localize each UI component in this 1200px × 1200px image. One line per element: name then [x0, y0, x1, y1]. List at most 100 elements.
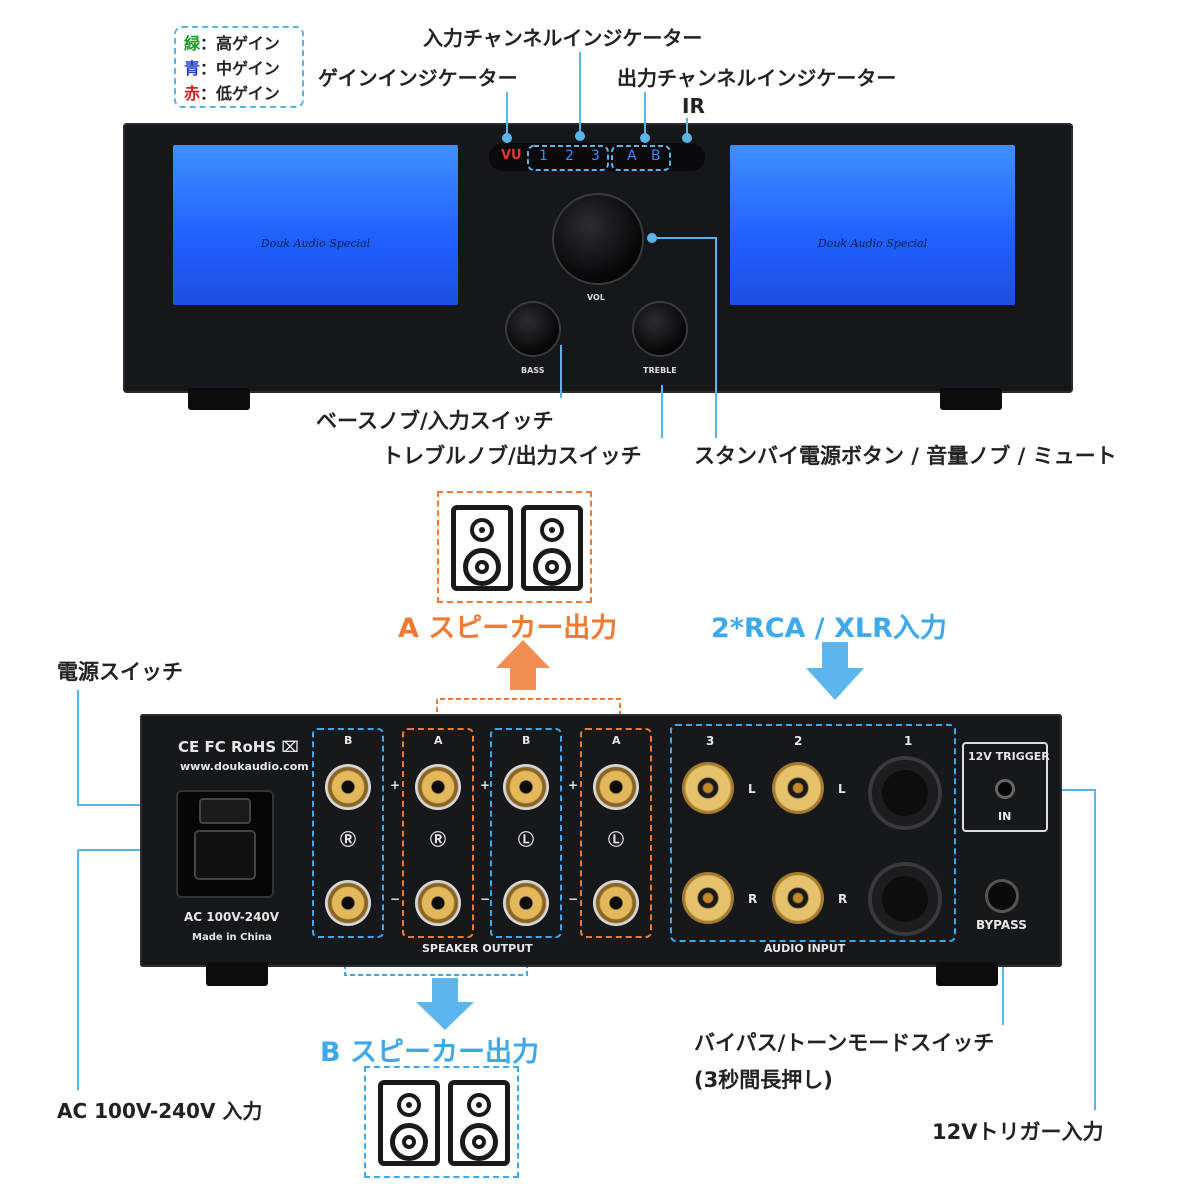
volume-knob[interactable] — [554, 195, 642, 283]
legend-word-blue: 青 — [184, 59, 201, 78]
binding-post[interactable] — [325, 764, 371, 810]
legend-word-green: 緑 — [184, 34, 201, 53]
group-label-b2: B — [522, 734, 531, 747]
front-panel: Douk Audio Special Douk Audio Special VU… — [123, 123, 1073, 393]
xlr-input-1l[interactable] — [872, 760, 938, 826]
trigger-in-label: IN — [998, 810, 1012, 823]
rca-xlr-title: 2*RCA / XLR入力 — [711, 613, 947, 644]
rca-input-2l[interactable] — [772, 762, 824, 814]
speaker-b-box — [364, 1066, 519, 1178]
speaker-icon-a2 — [521, 505, 583, 591]
front-foot-right — [940, 388, 1002, 410]
vol-label: VOL — [587, 293, 605, 302]
bypass-note: (3秒間長押し) — [694, 1068, 833, 1092]
output-channel-callout: 出力チャンネルインジケーター — [617, 66, 897, 90]
treble-label: TREBLE — [643, 366, 677, 375]
speaker-a-title: A スピーカー出力 — [398, 613, 618, 644]
channel-mark-l2: Ⓛ — [608, 830, 625, 849]
speaker-group-a-right: A Ⓡ — [402, 728, 474, 938]
input-indicator-2: 2 — [565, 148, 574, 164]
standby-callout: スタンバイ電源ボタン / 音量ノブ / ミュート — [694, 444, 1117, 468]
rca-input-3r[interactable] — [682, 872, 734, 924]
output-indicator-b: B — [651, 148, 661, 164]
vu-meter-left: Douk Audio Special — [173, 145, 458, 305]
input-number-1: 1 — [904, 734, 913, 748]
made-in-label: Made in China — [192, 932, 272, 943]
speaker-icon-b2 — [448, 1080, 510, 1166]
binding-post[interactable] — [503, 764, 549, 810]
input-number-3: 3 — [706, 734, 715, 748]
legend-row-red: 赤：低ゲイン — [184, 81, 294, 106]
front-callout-lines — [502, 52, 717, 438]
l-mark-3: L — [748, 782, 756, 796]
binding-post[interactable] — [593, 880, 639, 926]
minus-mark-2: − — [480, 892, 491, 906]
legend-text-blue: ：中ゲイン — [200, 59, 280, 78]
speaker-icon-a1 — [451, 505, 513, 591]
group-label-a1: A — [434, 734, 443, 747]
l-mark-2: L — [838, 782, 846, 796]
audio-input-label: AUDIO INPUT — [764, 942, 846, 955]
rear-foot-left — [206, 962, 268, 986]
gain-indicator-callout: ゲインインジケーター — [318, 66, 518, 90]
channel-mark-r2: Ⓡ — [430, 830, 447, 849]
legend-word-red: 赤 — [184, 84, 201, 103]
speaker-a-box — [437, 491, 592, 603]
legend-text-green: ：高ゲイン — [200, 34, 280, 53]
channel-mark-r1: Ⓡ — [340, 830, 357, 849]
power-inlet — [178, 792, 272, 896]
minus-mark-3: − — [568, 892, 579, 906]
legend-text-red: ：低ゲイン — [200, 84, 280, 103]
r-mark-2: R — [838, 892, 848, 906]
plus-mark-2: + — [480, 778, 491, 792]
treble-knob[interactable] — [634, 303, 686, 355]
trigger-title: 12V TRIGGER — [968, 750, 1050, 763]
trigger-panel: 12V TRIGGER IN — [962, 742, 1050, 832]
input-indicator-1: 1 — [539, 148, 548, 164]
power-switch[interactable] — [201, 800, 249, 822]
minus-mark-1: − — [390, 892, 401, 906]
iec-socket — [196, 832, 254, 878]
meter-brand-right: Douk Audio Special — [817, 237, 928, 250]
meter-brand-left: Douk Audio Special — [260, 237, 371, 250]
input-number-2: 2 — [794, 734, 803, 748]
group-label-a2: A — [612, 734, 621, 747]
power-switch-callout: 電源スイッチ — [57, 660, 183, 684]
binding-post[interactable] — [503, 880, 549, 926]
bass-knob[interactable] — [507, 303, 559, 355]
binding-post[interactable] — [415, 764, 461, 810]
input-indicator-3: 3 — [591, 148, 600, 164]
binding-post[interactable] — [415, 880, 461, 926]
r-mark-3: R — [748, 892, 758, 906]
group-label-b1: B — [344, 734, 353, 747]
bypass-callout: バイパス/トーンモードスイッチ — [694, 1031, 995, 1055]
ir-callout: IR — [682, 94, 705, 118]
input-channel-callout: 入力チャンネルインジケーター — [423, 26, 703, 50]
rear-panel: CE FC RoHS ⌧ www.doukaudio.com AC 100V-2… — [140, 714, 1062, 967]
rear-foot-right — [936, 962, 998, 986]
bypass-button[interactable] — [988, 882, 1016, 910]
binding-post[interactable] — [325, 880, 371, 926]
legend-row-blue: 青：中ゲイン — [184, 56, 294, 81]
rca-input-2r[interactable] — [772, 872, 824, 924]
plus-mark-3: + — [568, 778, 579, 792]
rca-input-3l[interactable] — [682, 762, 734, 814]
vu-meter-right: Douk Audio Special — [730, 145, 1015, 305]
xlr-input-1r[interactable] — [872, 866, 938, 932]
treble-knob-callout: トレブルノブ/出力スイッチ — [382, 444, 642, 468]
front-foot-left — [188, 388, 250, 410]
speaker-output-label: SPEAKER OUTPUT — [422, 942, 533, 955]
speaker-icon-b1 — [378, 1080, 440, 1166]
ac-voltage-label: AC 100V-240V — [184, 910, 280, 924]
binding-post[interactable] — [593, 764, 639, 810]
cert-marks: CE FC RoHS ⌧ — [178, 738, 299, 756]
channel-mark-l1: Ⓛ — [518, 830, 535, 849]
ac-input-callout: AC 100V-240V 入力 — [57, 1099, 263, 1123]
trigger-jack[interactable] — [998, 782, 1012, 796]
plus-mark-1: + — [390, 778, 401, 792]
website-label: www.doukaudio.com — [180, 760, 309, 773]
trigger-callout: 12Vトリガー入力 — [932, 1120, 1104, 1144]
gain-color-legend: 緑：高ゲイン 青：中ゲイン 赤：低ゲイン — [174, 26, 304, 108]
legend-row-green: 緑：高ゲイン — [184, 31, 294, 56]
